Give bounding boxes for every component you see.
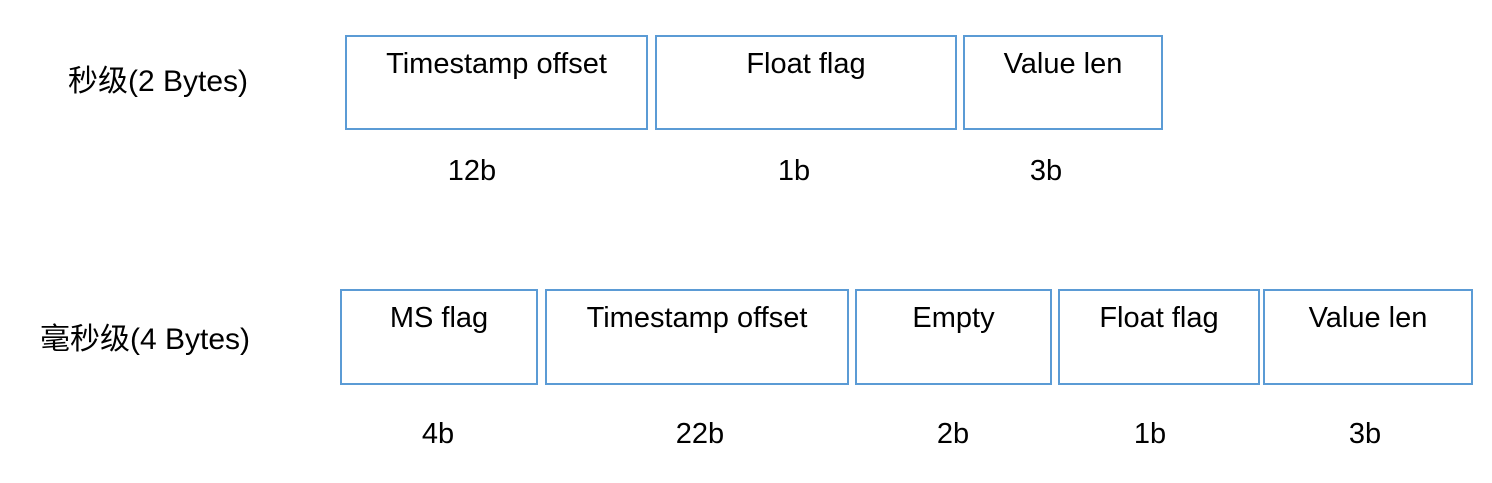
field-name-label: Timestamp offset [386, 48, 607, 80]
field-name-label: Float flag [1099, 302, 1219, 334]
bit-width-label: 12b [447, 155, 497, 187]
field-name-label: MS flag [389, 302, 489, 334]
bit-width-label: 3b [1348, 418, 1382, 450]
field-name-label: Float flag [746, 48, 866, 80]
field-box-empty: Empty [855, 289, 1052, 385]
bit-width-label: 22b [675, 418, 725, 450]
field-name-label: Value len [1308, 302, 1428, 334]
row-label-seconds: 秒级(2 Bytes) [68, 65, 249, 98]
bit-width-label: 1b [777, 155, 811, 187]
field-box-timestamp-offset: Timestamp offset [545, 289, 849, 385]
field-box-value-len: Value len [963, 35, 1163, 130]
field-name-label: Timestamp offset [586, 302, 808, 334]
field-box-float-flag: Float flag [655, 35, 957, 130]
field-box-value-len: Value len [1263, 289, 1473, 385]
bit-width-label: 3b [1029, 155, 1063, 187]
field-box-ms-flag: MS flag [340, 289, 538, 385]
bit-width-label: 1b [1133, 418, 1167, 450]
field-box-timestamp-offset: Timestamp offset [345, 35, 648, 130]
bit-width-label: 4b [421, 418, 455, 450]
field-name-label: Value len [1003, 48, 1123, 80]
row-label-milliseconds: 毫秒级(4 Bytes) [40, 323, 251, 356]
bit-width-label: 2b [936, 418, 970, 450]
field-name-label: Empty [912, 302, 995, 334]
field-box-float-flag: Float flag [1058, 289, 1260, 385]
